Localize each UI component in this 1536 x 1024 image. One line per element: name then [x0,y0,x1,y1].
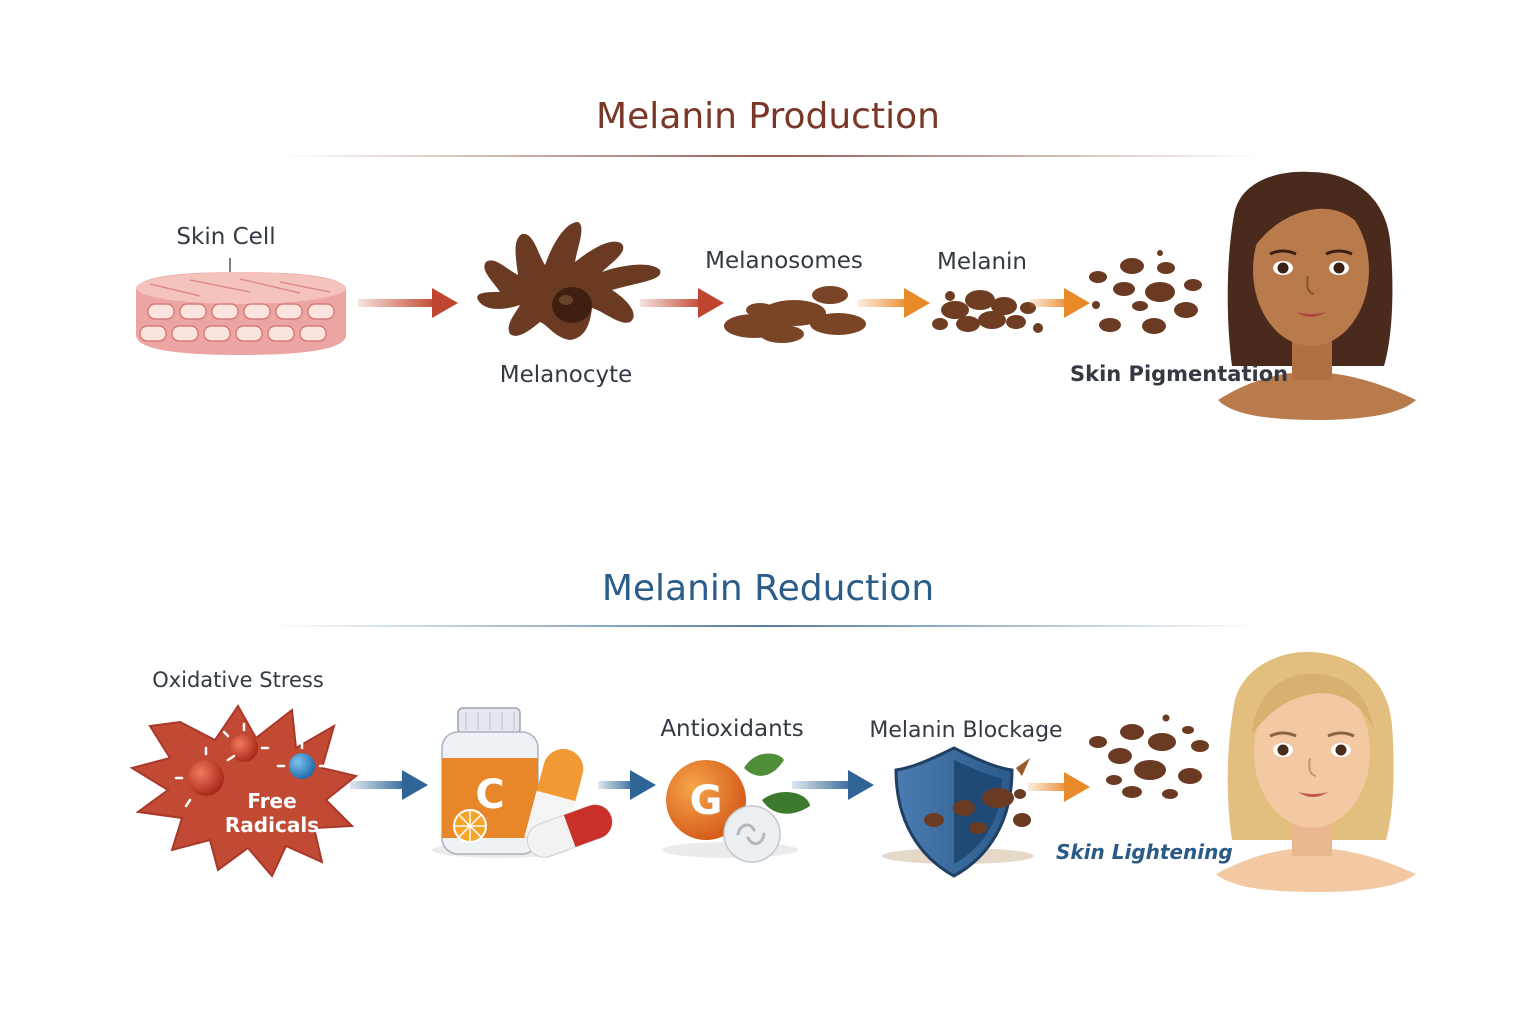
pigmented-woman-icon [1218,171,1416,420]
arrow-stress-to-vitamin [350,770,428,800]
reduction-title: Melanin Reduction [601,568,935,609]
production-divider [280,155,1260,157]
free-radicals-label-line1: Free [247,789,296,813]
lightened-woman-icon [1216,651,1416,892]
melanin-icon [932,290,1043,333]
antioxidant-icon: G [662,753,810,863]
melanosomes-label: Melanosomes [705,248,863,274]
skin-lightening-label: Skin Lightening [1056,840,1233,864]
arrow-antioxidants-to-blockage [792,770,874,800]
reduced-pigment-particles [1089,714,1209,799]
oxidative-stress-icon [129,704,359,878]
melanin-blockage-shield-icon [882,746,1034,878]
arrow-melanocyte-to-melanosomes [640,288,724,318]
pigment-particles [1089,250,1202,334]
arrow-vitamin-to-antioxidants [598,770,656,800]
oxidative-stress-label: Oxidative Stress [152,668,324,692]
arrow-skincell-to-melanocyte [358,288,458,318]
skin-pigmentation-label: Skin Pigmentation [1070,362,1289,386]
antioxidant-letter: G [690,778,723,824]
arrow-blockage-to-lightening [1028,772,1090,802]
skin-cell-icon [136,258,346,355]
arrow-melanin-to-pigmentation [1030,288,1090,318]
melanocyte-icon [477,222,661,340]
skin-cell-label: Skin Cell [176,224,276,250]
reduction-divider [270,625,1260,627]
melanocyte-label: Melanocyte [499,362,633,388]
capsule-red [526,804,613,858]
vitamin-letter: C [475,772,504,818]
production-title: Melanin Production [596,96,940,137]
antioxidants-label: Antioxidants [660,716,804,742]
melanin-blockage-label: Melanin Blockage [869,718,1063,743]
melanin-label: Melanin [936,249,1028,275]
free-radicals-label-line2: Radicals [225,813,319,837]
melanosomes-icon [724,286,866,343]
vitamin-c-bottle-icon: C [432,707,613,858]
arrow-melanosomes-to-melanin [858,288,930,318]
